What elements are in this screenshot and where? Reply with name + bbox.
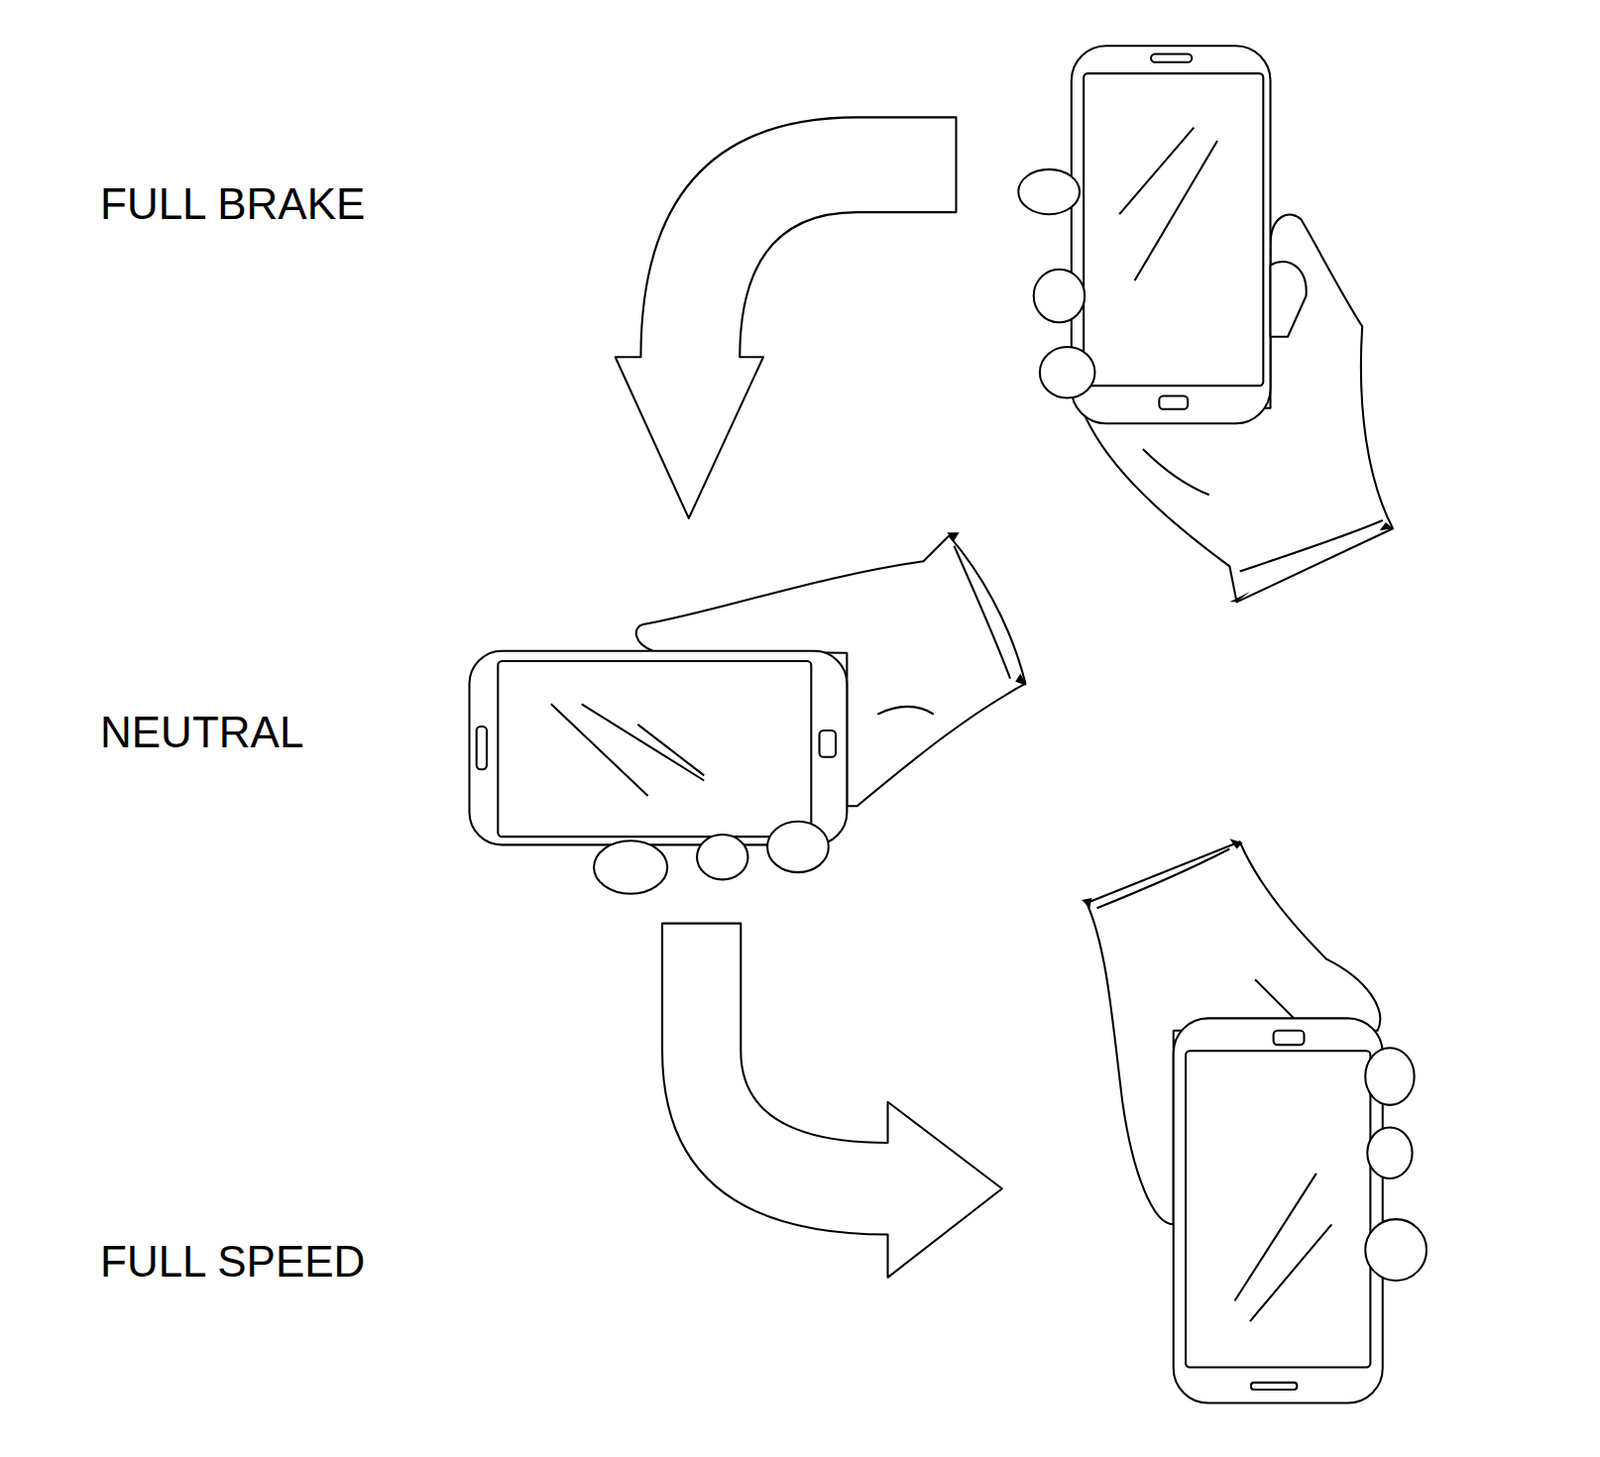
phone [1071,45,1271,424]
speed-label: NEUTRAL [100,710,304,755]
finger [1039,346,1096,398]
phone [1173,1018,1383,1403]
phone [468,651,847,846]
phone-speaker [1150,54,1192,63]
finger [1365,1047,1414,1106]
wrist-cuff [1081,838,1244,909]
speed-label: FULL SPEED [100,1240,365,1284]
wrist-cuff [946,532,1027,686]
wrist-cuff [1229,522,1393,602]
phone-screen [1083,73,1263,386]
finger [1018,169,1080,215]
hand-line [1097,848,1297,1021]
curved-arrow [615,116,957,519]
finger [1033,269,1085,324]
phone-button [1158,395,1188,409]
phone-button [819,730,836,758]
finger [1365,1219,1427,1281]
phone-button [476,726,487,770]
thumb [1270,261,1307,338]
hand-line [877,546,1011,715]
phone-screen [497,661,811,837]
finger [593,840,668,895]
hand-line [1142,449,1383,572]
speed-label: FULL BRAKE [100,182,365,227]
screen-glare [1234,1173,1332,1322]
screen-glare [551,703,704,797]
phone-button [1251,1382,1297,1390]
finger [1367,1128,1412,1179]
finger [767,821,829,873]
finger [696,834,748,880]
screen-glare [1119,127,1218,281]
curved-arrow [662,923,1003,1278]
phone-speaker [1273,1030,1305,1045]
phone-screen [1185,1050,1371,1368]
